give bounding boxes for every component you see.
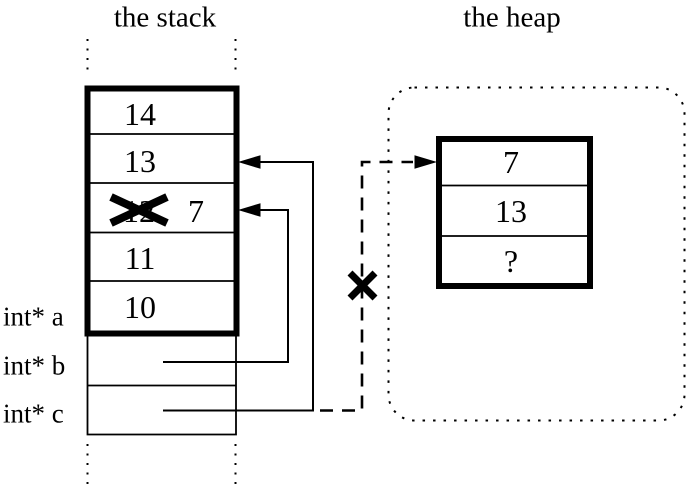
stack-title: the stack bbox=[113, 1, 217, 34]
pointer-var-label-a: int* a bbox=[3, 301, 64, 332]
pointer-var-label-b: int* b bbox=[3, 350, 66, 381]
stack-cell-replacement-value: 7 bbox=[188, 193, 204, 229]
pointer-b-arrowhead bbox=[238, 203, 261, 217]
invalid-pointer-x-icon bbox=[347, 270, 378, 301]
pointer-b-line bbox=[163, 209, 289, 363]
stack-cell-value: 13 bbox=[124, 143, 156, 179]
stack-cell-dividers bbox=[90, 133, 234, 282]
heap-cell-value: ? bbox=[503, 243, 519, 279]
heap-title: the heap bbox=[463, 1, 561, 34]
stack-cell-value: 14 bbox=[124, 96, 156, 132]
pointer-var-label-c: int* c bbox=[3, 398, 64, 429]
pointer-c-arrowhead bbox=[238, 155, 261, 169]
heap-region-dotted-border bbox=[387, 86, 686, 422]
stack-cell-value: 11 bbox=[124, 240, 156, 276]
stack-pointer-rows bbox=[86, 336, 237, 436]
heap-cell-value: 13 bbox=[495, 193, 527, 229]
dangling-pointer-arrowhead bbox=[414, 155, 437, 169]
stack-cell-value: 10 bbox=[124, 289, 156, 325]
heap-block-box bbox=[436, 136, 593, 289]
pointer-c-line bbox=[163, 161, 314, 412]
heap-cell-value: 7 bbox=[503, 144, 519, 180]
stack-frame-box bbox=[84, 85, 240, 337]
heap-cell-dividers bbox=[442, 184, 587, 237]
cross-out-x-icon bbox=[109, 193, 169, 227]
